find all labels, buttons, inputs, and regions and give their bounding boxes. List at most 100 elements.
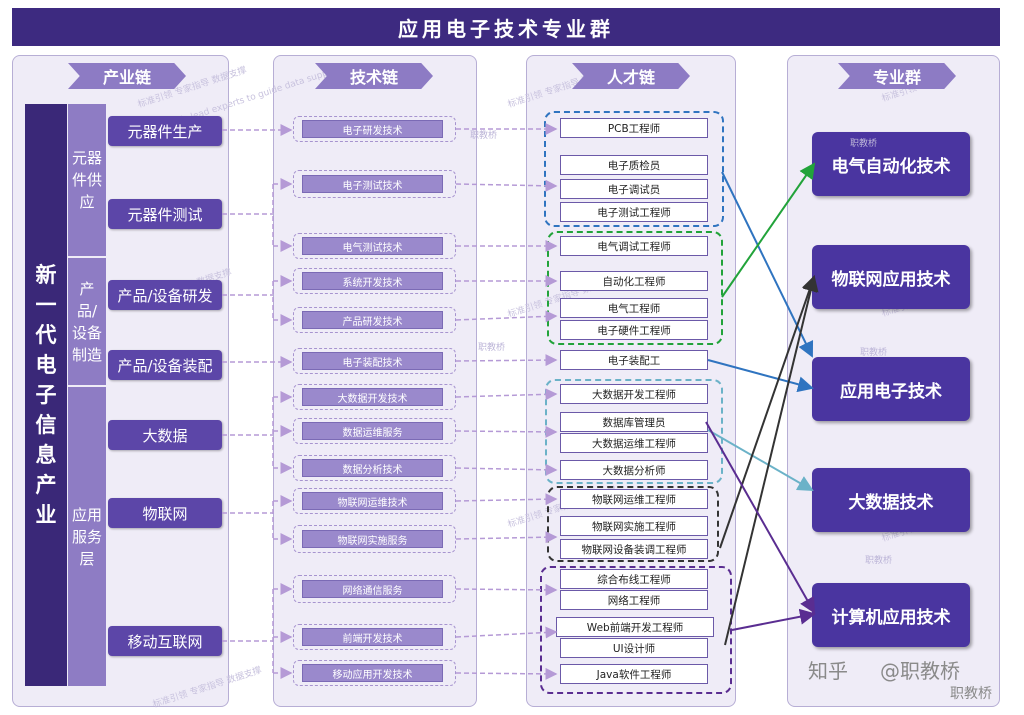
talent-item: 物联网实施工程师 <box>560 516 708 536</box>
tech-item: 电气测试技术 <box>302 237 443 255</box>
tech-group-10 <box>293 488 456 514</box>
link-tech-talent <box>455 626 558 639</box>
category-components-supply: 元器件供应 <box>68 104 106 256</box>
major-applied-electronics: 应用电子技术 <box>812 357 970 421</box>
talent-item: 自动化工程师 <box>560 271 708 291</box>
talent-group-5 <box>540 566 732 694</box>
talent-item: 物联网设备装调工程师 <box>560 539 708 559</box>
segment-product-assembly: 产品/设备装配 <box>108 350 222 380</box>
segment-components-production: 元器件生产 <box>108 116 222 146</box>
tech-item: 物联网运维技术 <box>302 492 443 510</box>
link-green <box>721 162 816 298</box>
link-tech-talent <box>455 531 558 544</box>
talent-item: 大数据开发工程师 <box>560 384 708 404</box>
link-teal <box>707 429 814 491</box>
link-dark-2 <box>724 275 819 646</box>
logo-small-2: 职教桥 <box>850 139 878 149</box>
tech-item: 前端开发技术 <box>302 628 443 646</box>
credit-logo-small: 职教桥 <box>950 686 992 702</box>
link-tech-talent <box>455 463 558 476</box>
tech-group-3 <box>293 233 456 259</box>
tech-item: 数据运维服务 <box>302 422 443 440</box>
link-tech-talent <box>455 388 558 401</box>
link-tech-talent <box>455 310 558 323</box>
major-big-data: 大数据技术 <box>812 468 970 532</box>
link-blue-2 <box>707 359 814 393</box>
link-blue-1 <box>721 171 814 358</box>
segment-big-data: 大数据 <box>108 420 222 450</box>
tech-group-1 <box>293 116 456 142</box>
link-tech-talent <box>455 583 558 596</box>
talent-item: 电子调试员 <box>560 179 708 199</box>
talent-group-1 <box>544 111 724 227</box>
header-industry: 产业链 <box>68 63 186 89</box>
talent-item: Java软件工程师 <box>560 664 708 684</box>
tech-item: 网络通信服务 <box>302 580 443 598</box>
major-electrical-automation: 电气自动化技术 <box>812 132 970 196</box>
tech-group-7 <box>293 384 456 410</box>
diagram-title: 应用电子技术专业群 <box>12 8 1000 46</box>
talent-item: 电气工程师 <box>560 298 708 318</box>
credit-account: @职教桥 <box>880 659 960 683</box>
talent-item: UI设计师 <box>560 638 708 658</box>
link-violet-2 <box>731 608 816 631</box>
sector-label: 新一代电子信息产业 <box>25 104 67 686</box>
talent-item: PCB工程师 <box>560 118 708 138</box>
tech-item: 大数据开发技术 <box>302 388 443 406</box>
tech-item: 移动应用开发技术 <box>302 664 443 682</box>
logo-small-3: 职教桥 <box>478 343 506 353</box>
link-tech-talent <box>455 354 558 367</box>
tech-item: 数据分析技术 <box>302 459 443 477</box>
logo-small-1: 职教桥 <box>470 131 498 141</box>
link-dark-1 <box>719 275 817 549</box>
tech-group-14 <box>293 660 456 686</box>
link-tech-talent <box>455 425 558 438</box>
talent-item: 网络工程师 <box>560 590 708 610</box>
header-major: 专业群 <box>838 63 956 89</box>
talent-item: 大数据运维工程师 <box>560 433 708 453</box>
major-iot-application: 物联网应用技术 <box>812 245 970 309</box>
tech-item: 电子研发技术 <box>302 120 443 138</box>
talent-item: 综合布线工程师 <box>560 569 708 589</box>
link-violet-1 <box>705 421 815 614</box>
segment-iot: 物联网 <box>108 498 222 528</box>
talent-item: 电气调试工程师 <box>560 236 708 256</box>
header-talent: 人才链 <box>572 63 690 89</box>
tech-group-5 <box>293 307 456 333</box>
segment-components-testing: 元器件测试 <box>108 199 222 229</box>
tech-panel <box>273 55 477 707</box>
tech-group-2 <box>293 170 456 198</box>
credit-brand: 知乎 <box>808 659 848 683</box>
link-tech-talent <box>455 667 558 680</box>
tech-group-6 <box>293 348 456 374</box>
tech-group-8 <box>293 418 456 444</box>
link-tech-talent <box>455 493 558 506</box>
talent-item: 电子质检员 <box>560 155 708 175</box>
tech-item: 电子测试技术 <box>302 175 443 193</box>
major-computer-application: 计算机应用技术 <box>812 583 970 647</box>
tech-group-11 <box>293 525 456 553</box>
category-application-service: 应用服务层 <box>68 387 106 686</box>
talent-group-2 <box>547 231 723 345</box>
tech-group-12 <box>293 575 456 603</box>
link-tech-talent <box>455 179 558 192</box>
talent-item: 电子装配工 <box>560 350 708 370</box>
segment-product-rnd: 产品/设备研发 <box>108 280 222 310</box>
tech-group-9 <box>293 455 456 481</box>
tech-item: 系统开发技术 <box>302 272 443 290</box>
tech-item: 电子装配技术 <box>302 352 443 370</box>
talent-group-4 <box>547 486 719 562</box>
tech-group-13 <box>293 624 456 650</box>
category-product-manufacturing: 产品/设备制造 <box>68 258 106 385</box>
talent-item: 电子硬件工程师 <box>560 320 708 340</box>
logo-small-5: 职教桥 <box>865 556 893 566</box>
segment-mobile-internet: 移动互联网 <box>108 626 222 656</box>
logo-small-4: 职教桥 <box>860 348 888 358</box>
talent-item: Web前端开发工程师 <box>556 617 714 637</box>
tech-item: 产品研发技术 <box>302 311 443 329</box>
talent-item: 大数据分析师 <box>560 460 708 480</box>
tech-group-4 <box>293 268 456 294</box>
tech-item: 物联网实施服务 <box>302 530 443 548</box>
header-tech: 技术链 <box>315 63 433 89</box>
